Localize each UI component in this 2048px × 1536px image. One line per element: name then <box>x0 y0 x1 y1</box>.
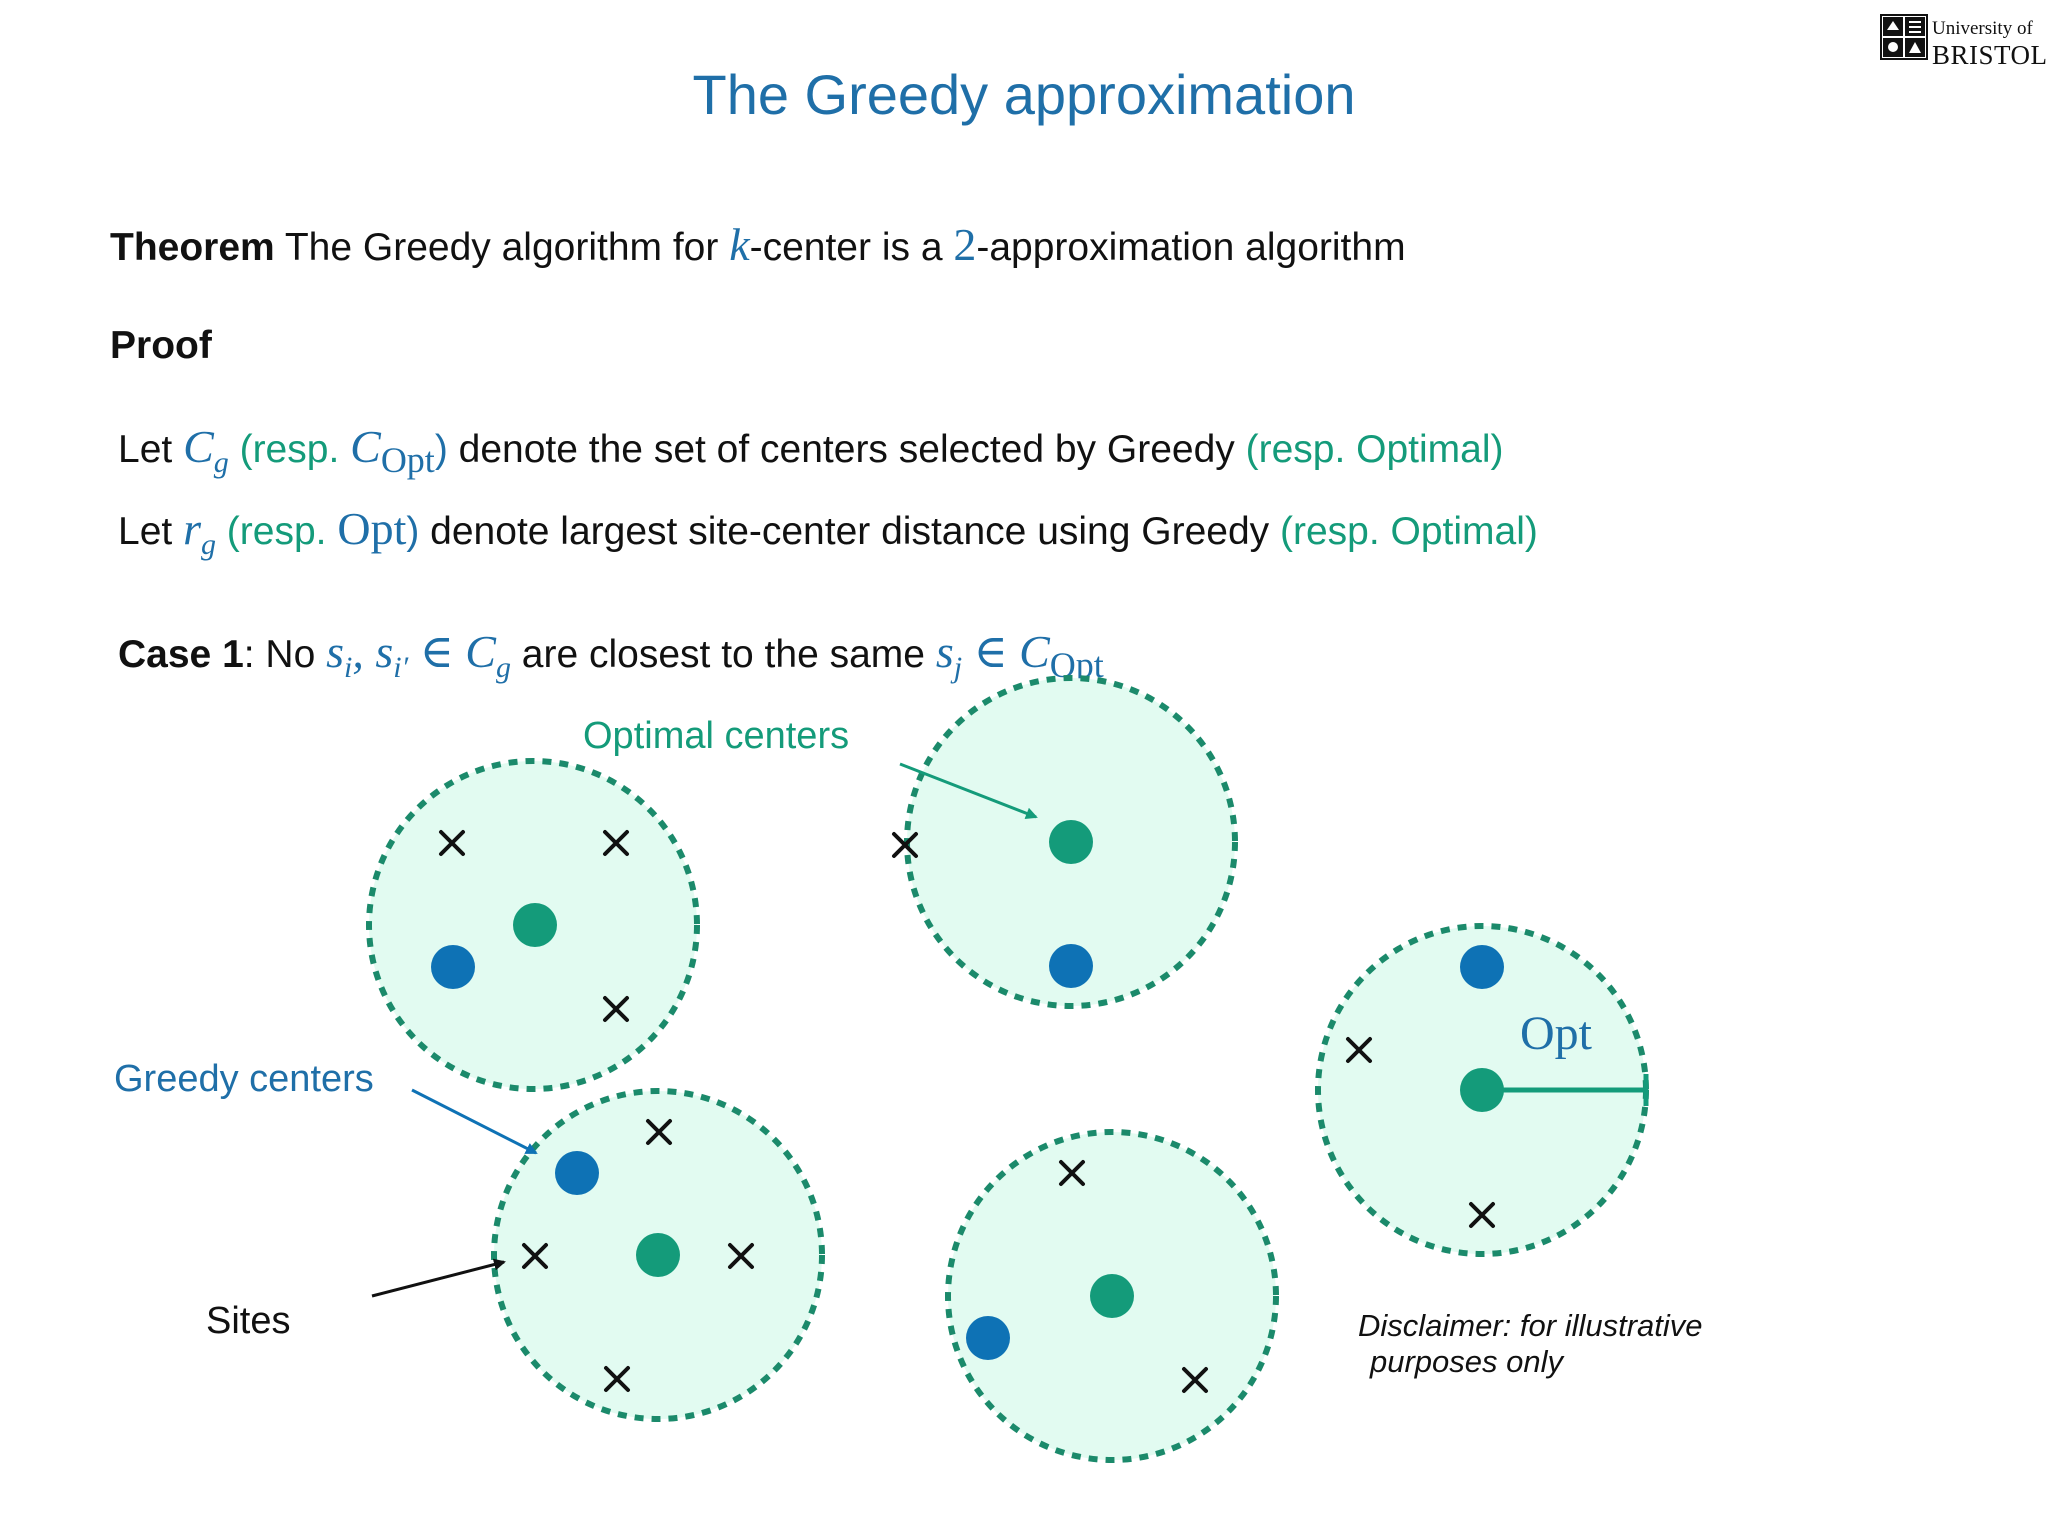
cross-site-icon <box>604 1366 630 1392</box>
greedy-centers-label: Greedy centers <box>114 1058 374 1100</box>
line1-opt-sub: Opt <box>380 440 435 480</box>
theorem-two: 2 <box>953 219 977 270</box>
greedy-center <box>1460 945 1504 989</box>
cross-site-icon <box>1182 1367 1208 1393</box>
disclaimer-line-1: Disclaimer: for illustrative <box>1358 1308 1703 1343</box>
case1-j: j <box>953 651 963 684</box>
case1-i: i <box>344 651 353 684</box>
optimal-center <box>513 903 557 947</box>
line2-opt: Opt <box>337 503 407 554</box>
line2-resp-open: (resp. <box>215 510 338 553</box>
cross-site-icon <box>522 1243 548 1269</box>
theorem-text-1: The Greedy algorithm for <box>274 226 730 269</box>
optimal-center <box>636 1233 680 1277</box>
proof-line-1: Let Cg (resp. COpt) denote the set of ce… <box>118 420 1504 481</box>
optimal-center <box>1049 820 1093 864</box>
line2-resp-close: ) <box>406 510 420 553</box>
optimal-centers-label: Optimal centers <box>583 715 850 757</box>
cross-site-icon <box>1346 1037 1372 1063</box>
bristol-crest-icon <box>1880 14 1928 60</box>
case1-s: s <box>326 626 345 677</box>
greedy-center <box>431 945 475 989</box>
line2-let: Let <box>118 510 184 553</box>
case1-iprime: i′ <box>393 651 409 684</box>
line1-resp-close: ) <box>434 428 448 471</box>
disclaimer-line-2: purposes only <box>1370 1344 1564 1379</box>
cross-site-icon <box>603 830 629 856</box>
case1-g: g <box>495 651 511 684</box>
theorem-text-3: -approximation algorithm <box>976 226 1406 269</box>
case1-in-C-opt: ∈ C <box>962 626 1050 677</box>
case1-no: : No <box>243 633 327 676</box>
page-title: The Greedy approximation <box>692 63 1356 126</box>
line1-C: C <box>183 421 214 472</box>
greedy-center <box>555 1151 599 1195</box>
proof-label: Proof <box>110 324 212 367</box>
case-1-statement: Case 1: No si, si′ ∈ Cg are closest to t… <box>118 624 1104 686</box>
cross-site-icon <box>1059 1160 1085 1186</box>
line2-g: g <box>200 528 216 561</box>
line1-C-opt: C <box>350 421 381 472</box>
greedy-center <box>966 1316 1010 1360</box>
case1-label: Case 1 <box>118 633 244 676</box>
cross-site-icon <box>728 1243 754 1269</box>
cross-site-icon <box>892 832 918 858</box>
cross-site-icon <box>439 830 465 856</box>
line1-rest: denote the set of centers selected by Gr… <box>447 428 1246 471</box>
optimal-center <box>1090 1274 1134 1318</box>
line2-rest: denote largest site-center distance usin… <box>419 510 1280 553</box>
cross-site-icon <box>603 996 629 1022</box>
opt-radius-line <box>1482 1074 1649 1106</box>
case1-sj: s <box>935 626 954 677</box>
disclaimer: Disclaimer: for illustrative purposes on… <box>1358 1308 1703 1380</box>
line2-r: r <box>183 503 201 554</box>
optimal-centers-arrow <box>899 762 1038 819</box>
logo-university-of: University of <box>1932 18 2033 39</box>
sites-label: Sites <box>206 1300 291 1342</box>
greedy-center <box>1049 944 1093 988</box>
opt-radius-label: Opt <box>1520 1007 1592 1060</box>
line1-resp-optimal: (resp. Optimal) <box>1245 428 1504 471</box>
logo-bristol: BRISTOL <box>1932 40 2048 70</box>
case1-comma-s: , s <box>352 626 394 677</box>
theorem-k: k <box>729 219 750 270</box>
sites-arrow <box>371 1258 506 1298</box>
greedy-centers-arrow <box>411 1088 538 1155</box>
university-logo: University of BRISTOL <box>1880 14 2048 70</box>
line1-g: g <box>213 446 229 479</box>
theorem-text-2: -center is a <box>749 226 954 269</box>
line1-let: Let <box>118 428 184 471</box>
cross-site-icon <box>646 1119 672 1145</box>
line2-resp-optimal: (resp. Optimal) <box>1280 510 1538 553</box>
case1-middle: are closest to the same <box>510 633 936 676</box>
case1-in-C: ∈ C <box>408 626 496 677</box>
theorem-statement: Theorem The Greedy algorithm for k-cente… <box>110 218 1406 271</box>
theorem-label: Theorem <box>110 226 275 269</box>
line1-resp-open: (resp. <box>228 428 351 471</box>
proof-line-2: Let rg (resp. Opt) denote largest site-c… <box>118 502 1538 562</box>
cross-site-icon <box>1469 1202 1495 1228</box>
